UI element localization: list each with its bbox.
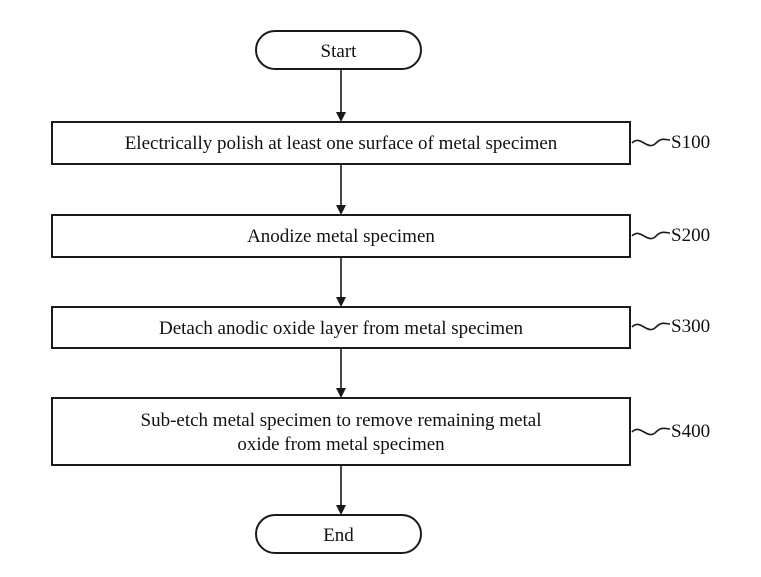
process-label-s100: Electrically polish at least one surface… [125, 133, 558, 154]
process-label-s400-line2: oxide from metal specimen [237, 434, 445, 455]
ref-label-s200: S200 [671, 225, 710, 246]
end-label: End [323, 525, 354, 546]
arrow-s300-to-s400 [336, 348, 346, 398]
ref-marker-s300: S300 [631, 316, 710, 337]
ref-marker-s100: S100 [631, 132, 710, 153]
process-box-s400: Sub-etch metal specimen to remove remain… [51, 397, 631, 466]
end-terminal: End [255, 514, 422, 554]
arrow-start-to-s100 [336, 69, 346, 122]
start-terminal: Start [255, 30, 422, 70]
arrow-s400-to-end [336, 465, 346, 515]
process-label-s200: Anodize metal specimen [247, 226, 435, 247]
arrow-s200-to-s300 [336, 257, 346, 307]
process-label-s300: Detach anodic oxide layer from metal spe… [159, 318, 524, 339]
process-box-s100: Electrically polish at least one surface… [51, 121, 631, 165]
arrow-s100-to-s200 [336, 164, 346, 215]
ref-label-s100: S100 [671, 132, 710, 153]
ref-marker-s400: S400 [631, 421, 710, 442]
process-box-s200: Anodize metal specimen [51, 214, 631, 258]
process-label-s400-line1: Sub-etch metal specimen to remove remain… [141, 410, 542, 431]
process-box-s300: Detach anodic oxide layer from metal spe… [51, 306, 631, 349]
ref-marker-s200: S200 [631, 225, 710, 246]
ref-label-s300: S300 [671, 316, 710, 337]
ref-label-s400: S400 [671, 421, 710, 442]
start-label: Start [321, 41, 358, 62]
